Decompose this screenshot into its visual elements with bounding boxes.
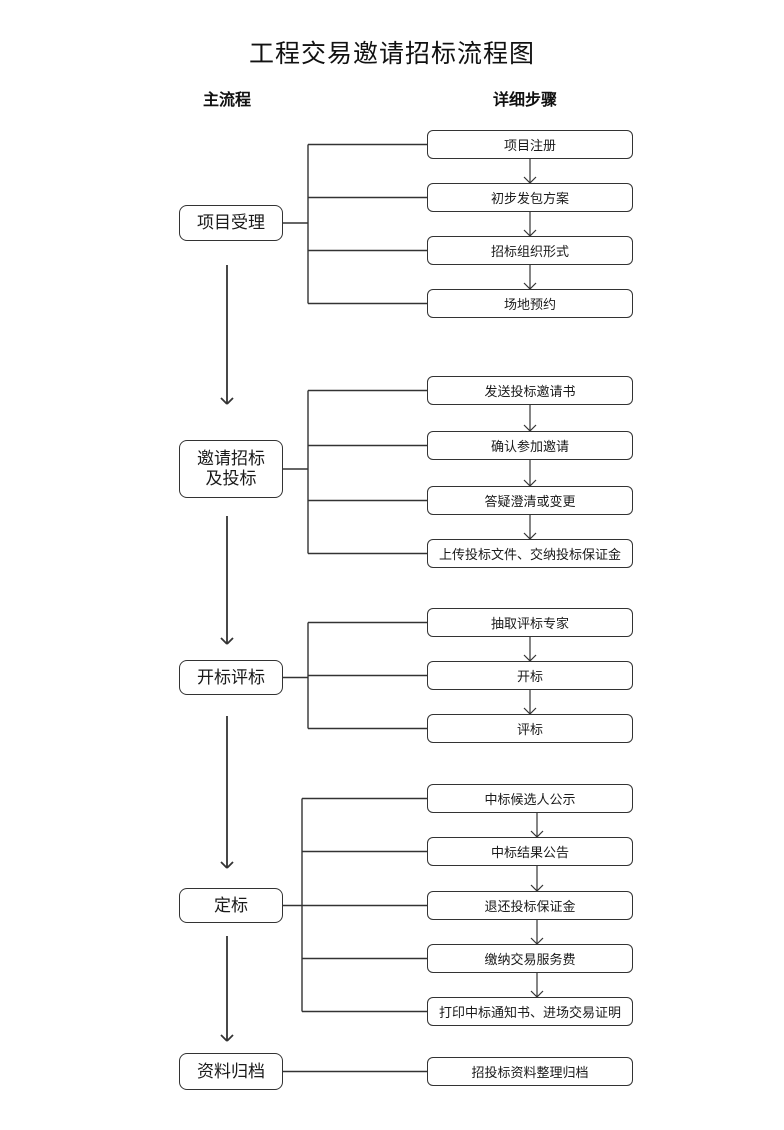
- step-box: 退还投标保证金: [427, 891, 633, 920]
- step-box: 打印中标通知书、进场交易证明: [427, 997, 633, 1026]
- step-box: 中标结果公告: [427, 837, 633, 866]
- step-box: 发送投标邀请书: [427, 376, 633, 405]
- step-arrow: [523, 460, 537, 487]
- step-label: 初步发包方案: [490, 192, 569, 207]
- step-box: 招投标资料整理归档: [427, 1057, 633, 1086]
- main-flow-arrow: [220, 265, 234, 405]
- step-label: 打印中标通知书、进场交易证明: [438, 1006, 621, 1021]
- stage-box-invitation-bidding: 邀请招标及投标: [179, 440, 283, 498]
- stage-label: 资料归档: [197, 1061, 265, 1082]
- step-label: 抽取评标专家: [490, 617, 569, 632]
- step-label: 场地预约: [503, 298, 556, 313]
- step-label: 答疑澄清或变更: [484, 495, 576, 510]
- step-label: 发送投标邀请书: [484, 385, 576, 400]
- detail-steps-header: 详细步骤: [493, 90, 558, 109]
- stage-label: 邀请招标及投标: [197, 449, 265, 489]
- diagram-title: 工程交易邀请招标流程图: [248, 39, 535, 68]
- step-arrow: [530, 973, 544, 998]
- step-arrow: [523, 637, 537, 662]
- step-box: 中标候选人公示: [427, 784, 633, 813]
- step-label: 项目注册: [503, 139, 556, 154]
- stage-label: 定标: [214, 895, 248, 916]
- stage-box-opening-evaluation: 开标评标: [179, 660, 283, 695]
- stage-box-project-acceptance: 项目受理: [179, 205, 283, 241]
- step-box: 项目注册: [427, 130, 633, 159]
- step-label: 确认参加邀请: [490, 440, 569, 455]
- step-label: 上传投标文件、交纳投标保证金: [438, 548, 621, 563]
- step-box: 招标组织形式: [427, 236, 633, 265]
- step-arrow: [523, 212, 537, 237]
- step-label: 评标: [516, 723, 543, 738]
- step-label: 招投标资料整理归档: [471, 1066, 589, 1081]
- step-arrow: [530, 920, 544, 945]
- step-box: 抽取评标专家: [427, 608, 633, 637]
- step-arrow: [523, 690, 537, 715]
- step-box: 初步发包方案: [427, 183, 633, 212]
- step-arrow: [523, 265, 537, 290]
- stage-label: 开标评标: [197, 667, 265, 688]
- step-arrow: [523, 159, 537, 184]
- main-flow-arrow: [220, 936, 234, 1042]
- main-flow-arrow: [220, 716, 234, 869]
- step-box: 答疑澄清或变更: [427, 486, 633, 515]
- main-flow-header: 主流程: [203, 90, 252, 109]
- step-arrow: [523, 515, 537, 540]
- main-flow-arrow: [220, 516, 234, 645]
- stage-box-archiving: 资料归档: [179, 1053, 283, 1090]
- step-box: 开标: [427, 661, 633, 690]
- step-box: 评标: [427, 714, 633, 743]
- stage-label: 项目受理: [197, 213, 265, 233]
- stage-box-award: 定标: [179, 888, 283, 923]
- step-arrow: [523, 405, 537, 432]
- step-box: 场地预约: [427, 289, 633, 318]
- step-label: 中标结果公告: [490, 846, 569, 861]
- step-label: 缴纳交易服务费: [484, 953, 576, 968]
- step-label: 退还投标保证金: [484, 900, 576, 915]
- step-label: 招标组织形式: [490, 245, 569, 260]
- step-label: 中标候选人公示: [484, 793, 576, 808]
- step-arrow: [530, 813, 544, 838]
- step-box: 确认参加邀请: [427, 431, 633, 460]
- step-arrow: [530, 866, 544, 892]
- step-box: 上传投标文件、交纳投标保证金: [427, 539, 633, 568]
- step-box: 缴纳交易服务费: [427, 944, 633, 973]
- step-label: 开标: [516, 670, 543, 685]
